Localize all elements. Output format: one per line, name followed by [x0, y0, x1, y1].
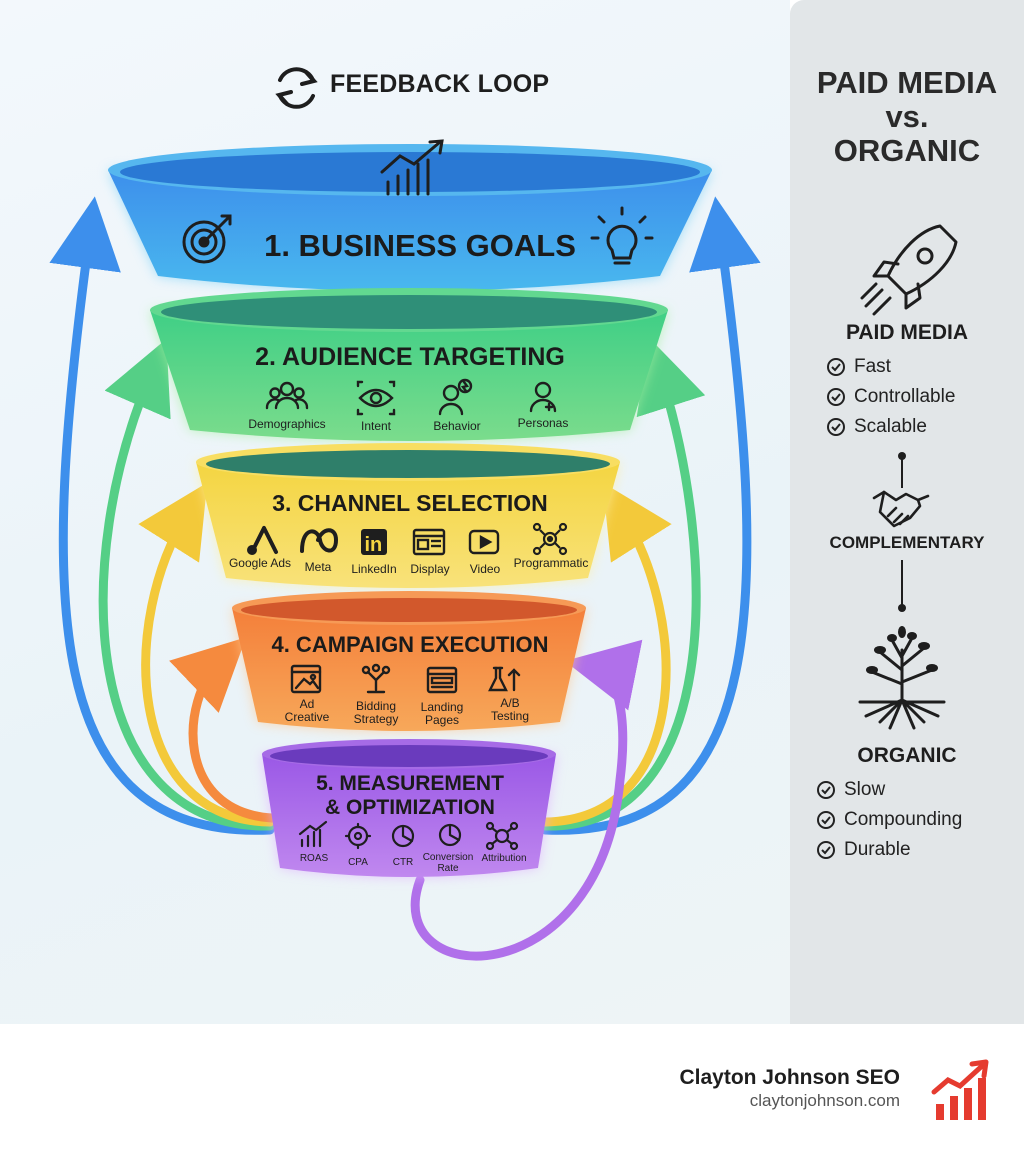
caption-conversion-rate: Conversion Rate: [422, 852, 474, 874]
organic-heading: ORGANIC: [857, 744, 957, 767]
caption-attribution: Attribution: [481, 853, 527, 864]
caption-ad-creative: Ad Creative: [284, 697, 330, 724]
eye-icon: [356, 380, 396, 416]
paid-item-label: Fast: [854, 356, 891, 377]
paid-item-label: Controllable: [854, 386, 956, 407]
ctr-icon: [391, 824, 415, 848]
attribution-icon: [485, 821, 519, 851]
organic-item-label: Slow: [844, 779, 886, 800]
caption-display: Display: [410, 562, 450, 576]
paid-item-controllable: Controllable: [826, 386, 955, 408]
behavior-icon: [438, 378, 473, 416]
check-icon: [827, 388, 845, 406]
sidebar-title-line1: PAID MEDIA: [816, 65, 998, 100]
brand-url[interactable]: claytonjohnson.com: [749, 1091, 900, 1110]
programmatic-icon: [532, 522, 568, 556]
svg-text:in: in: [365, 534, 383, 556]
paid-item-scalable: Scalable: [826, 416, 927, 438]
caption-video: Video: [469, 562, 501, 576]
caption-roas: ROAS: [299, 853, 329, 864]
handshake-icon: [872, 490, 930, 528]
ad-creative-icon: [290, 664, 322, 694]
paid-item-fast: Fast: [826, 356, 891, 378]
linkedin-icon: in: [361, 529, 387, 556]
organic-item-compounding: Compounding: [816, 809, 962, 831]
target-icon: [182, 214, 232, 264]
caption-personas: Personas: [517, 416, 569, 430]
demographics-icon: [265, 381, 309, 410]
sidebar-title-line2: vs.: [885, 99, 929, 134]
meta-icon: [300, 528, 339, 553]
caption-linkedin: LinkedIn: [351, 562, 397, 576]
caption-intent: Intent: [360, 419, 392, 433]
brand-logo-icon: [931, 1059, 989, 1120]
bidding-strategy-icon: [361, 663, 391, 694]
sidebar-graphics: [858, 224, 958, 730]
cpa-icon: [344, 822, 372, 850]
stage-5-band: [262, 739, 556, 877]
stage-3-title: 3. CHANNEL SELECTION: [272, 490, 548, 516]
lightbulb-icon: [590, 206, 654, 265]
sidebar-title-line3: ORGANIC: [833, 133, 981, 168]
footer: [0, 1024, 1024, 1154]
conversion-rate-icon: [438, 823, 462, 847]
check-icon: [817, 811, 835, 829]
stage-2-title: 2. AUDIENCE TARGETING: [255, 343, 565, 371]
tree-leaves: [866, 626, 938, 674]
display-icon: [412, 528, 446, 556]
paid-media-heading: PAID MEDIA: [845, 321, 969, 344]
stage-4-title: 4. CAMPAIGN EXECUTION: [271, 632, 549, 657]
caption-demographics: Demographics: [248, 417, 326, 431]
ab-testing-icon: [488, 666, 521, 692]
funnel-diagram: in: [49, 67, 761, 961]
stage-5-title-line1: 5. MEASUREMENT: [316, 772, 504, 795]
paid-item-label: Scalable: [854, 416, 927, 437]
caption-programmatic: Programmatic: [513, 556, 589, 570]
brand-name: Clayton Johnson SEO: [679, 1066, 900, 1089]
caption-meta: Meta: [304, 560, 332, 574]
persona-icon: [529, 381, 557, 413]
stage-2-band: [150, 288, 668, 441]
roas-icon: [298, 820, 328, 848]
organic-item-durable: Durable: [816, 839, 911, 861]
check-icon: [817, 841, 835, 859]
caption-ab-testing: A/B Testing: [490, 696, 530, 723]
growth-chart-icon: [380, 139, 444, 196]
comparison-sidebar: [790, 0, 1024, 1024]
organic-item-label: Durable: [844, 839, 911, 860]
sidebar-title: PAID MEDIA vs. ORGANIC: [790, 66, 1024, 168]
caption-ctr: CTR: [392, 857, 414, 868]
caption-google-ads: Google Ads: [228, 556, 292, 570]
stage-1-band: [108, 144, 712, 291]
feedback-arrows-left: [49, 196, 277, 835]
check-icon: [827, 358, 845, 376]
organic-item-slow: Slow: [816, 779, 885, 801]
check-icon: [827, 418, 845, 436]
stage-5-title: 5. MEASUREMENT & OPTIMIZATION: [290, 772, 530, 820]
caption-landing-pages: Landing Pages: [420, 700, 464, 727]
stage-3-band: [196, 443, 620, 588]
check-icon: [817, 781, 835, 799]
complementary-label: COMPLEMENTARY: [829, 533, 985, 552]
organic-item-label: Compounding: [844, 809, 963, 830]
stage-5-title-line2: & OPTIMIZATION: [325, 796, 495, 819]
feedback-arrows-right: [410, 196, 761, 961]
google-ads-icon: [247, 526, 278, 555]
caption-cpa: CPA: [348, 857, 368, 868]
rocket-icon: [860, 224, 958, 316]
feedback-loop-title: FEEDBACK LOOP: [330, 70, 550, 98]
stage-1-title: 1. BUSINESS GOALS: [264, 228, 576, 263]
caption-bidding-strategy: Bidding Strategy: [353, 699, 399, 726]
tree-icon: [858, 636, 946, 730]
landing-page-icon: [426, 666, 458, 694]
refresh-icon: [275, 67, 318, 109]
caption-behavior: Behavior: [433, 419, 481, 433]
video-icon: [468, 529, 500, 555]
stage-4-band: [232, 591, 586, 731]
